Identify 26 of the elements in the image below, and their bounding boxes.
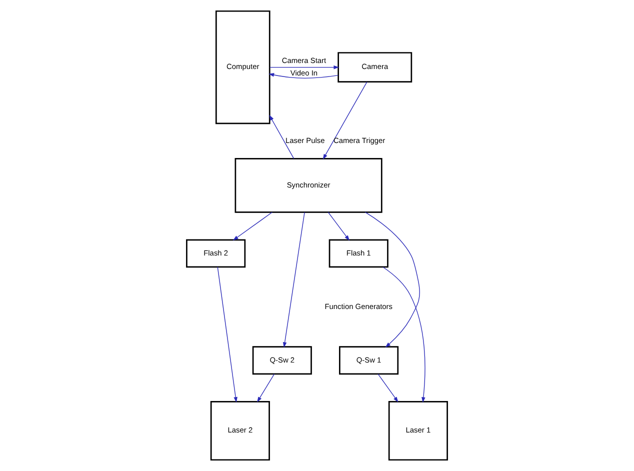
node-box: Laser 2 bbox=[210, 400, 270, 461]
arrow bbox=[232, 212, 272, 240]
arrow bbox=[364, 212, 420, 348]
arrow bbox=[378, 374, 398, 402]
arrow bbox=[382, 266, 426, 403]
edge-label: Video In bbox=[290, 68, 318, 78]
node-box: Synchronizer bbox=[234, 158, 382, 213]
node-box: Flash 2 bbox=[186, 239, 246, 268]
arrow bbox=[268, 73, 338, 78]
arrow bbox=[269, 114, 294, 159]
arrow bbox=[328, 212, 350, 241]
node-box: Q-Sw 1 bbox=[339, 346, 399, 375]
arrow bbox=[217, 266, 238, 402]
node-box: Laser 1 bbox=[388, 400, 448, 461]
node-box: Camera bbox=[338, 52, 412, 83]
edge-label: Laser Pulse bbox=[286, 136, 325, 145]
node-box: Q-Sw 2 bbox=[252, 346, 312, 375]
arrow bbox=[257, 374, 275, 402]
arrow bbox=[282, 212, 305, 348]
arrow bbox=[270, 65, 340, 70]
label: Function Generators bbox=[324, 302, 393, 311]
edge-label: Camera Trigger bbox=[333, 136, 386, 145]
edge-label: Camera Start bbox=[282, 56, 326, 66]
node-box: Flash 1 bbox=[328, 239, 388, 268]
arrow bbox=[322, 82, 368, 160]
node-box: Computer bbox=[215, 10, 270, 124]
